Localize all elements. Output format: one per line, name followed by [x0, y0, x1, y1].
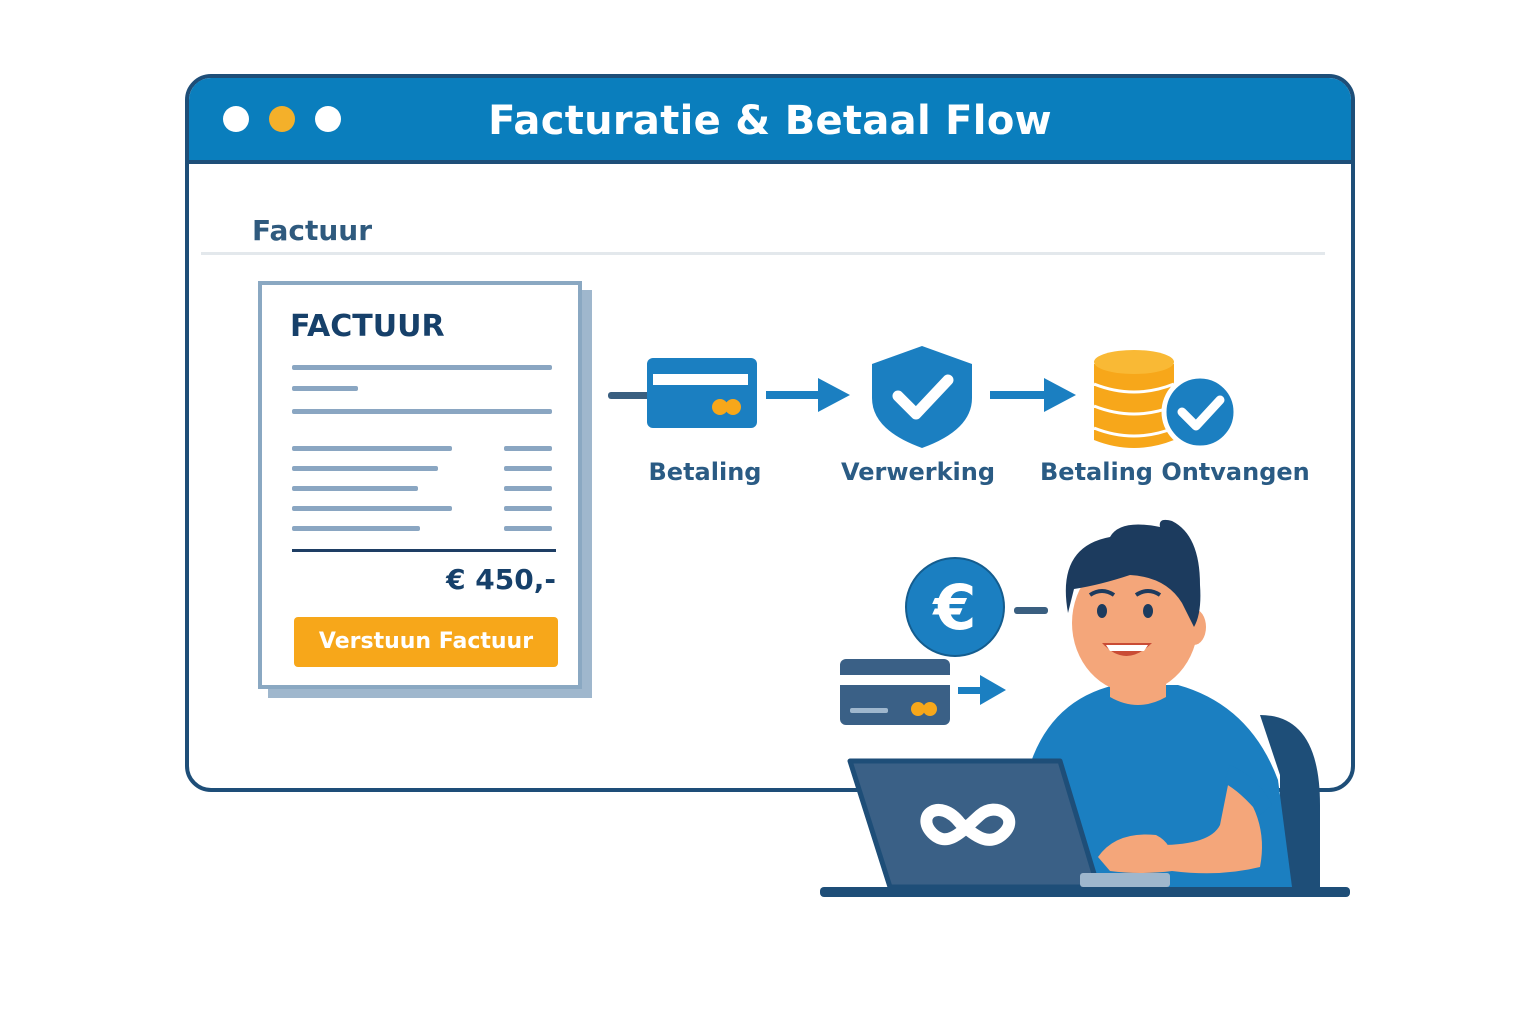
invoice-amount-line	[504, 466, 552, 471]
invoice-amount-line	[504, 526, 552, 531]
window-dot-minimize[interactable]	[269, 106, 295, 132]
arrow-right-icon	[958, 675, 1006, 705]
invoice-line	[292, 526, 420, 531]
person-arm	[1160, 775, 1262, 874]
invoice-line	[292, 365, 552, 370]
chair	[1260, 715, 1320, 887]
invoice-amount-line	[504, 506, 552, 511]
small-card-icon	[840, 659, 950, 725]
window-dot-close[interactable]	[223, 106, 249, 132]
euro-symbol: €	[931, 571, 976, 644]
person-illustration: €	[820, 519, 1350, 897]
person-brow	[1134, 589, 1162, 597]
euro-badge-icon: €	[905, 557, 1005, 657]
check-badge-icon	[1161, 373, 1239, 450]
invoice-line	[292, 506, 452, 511]
connector-line	[608, 392, 650, 399]
invoice-line	[292, 386, 358, 391]
payment-flow-graphic	[608, 346, 1239, 450]
invoice-line	[292, 486, 418, 491]
arrow-right-icon	[766, 378, 850, 412]
connector-line	[1014, 607, 1048, 614]
step-label-betaling: Betaling	[648, 458, 762, 486]
invoice-line	[292, 409, 552, 414]
invoice-amount-line	[504, 486, 552, 491]
send-invoice-button[interactable]: Verstuun Factuur	[294, 617, 558, 667]
window-title: Facturatie & Betaal Flow	[488, 98, 1052, 144]
invoice-heading: FACTUUR	[290, 309, 445, 344]
person-eye	[1143, 604, 1153, 618]
person-eye	[1097, 604, 1107, 618]
invoice-total: € 450,-	[446, 563, 556, 596]
credit-card-icon	[647, 358, 757, 428]
section-title: Factuur	[252, 214, 373, 247]
person-face	[1072, 553, 1198, 693]
person-hair	[1065, 519, 1201, 627]
person-brow	[1088, 589, 1116, 597]
window-dot-maximize[interactable]	[315, 106, 341, 132]
infinity-icon	[920, 803, 1016, 846]
step-label-betaling-ontvangen: Betaling Ontvangen	[1040, 458, 1310, 486]
invoice-document: FACTUUR € 450,- Verstuun Factuur	[258, 281, 582, 689]
person-hand	[1098, 834, 1173, 873]
title-bar: Facturatie & Betaal Flow	[189, 78, 1351, 164]
arrow-right-icon	[990, 378, 1076, 412]
person-sleeve	[1224, 765, 1272, 815]
shield-check-icon	[872, 346, 972, 448]
section-divider	[201, 252, 1325, 255]
desk	[820, 887, 1350, 897]
invoice-line	[292, 446, 452, 451]
invoice-total-rule	[292, 549, 556, 552]
step-label-verwerking: Verwerking	[840, 458, 996, 486]
invoice-line	[292, 466, 438, 471]
coin-stack-icon	[1093, 350, 1175, 448]
invoice-amount-line	[504, 446, 552, 451]
